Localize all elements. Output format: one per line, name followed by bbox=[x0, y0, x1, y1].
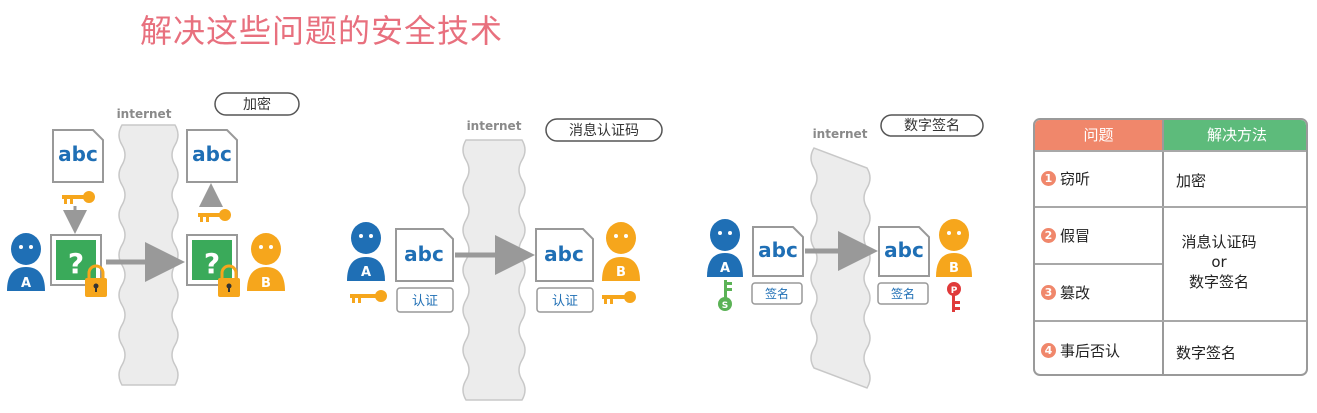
public-key-icon: P bbox=[947, 282, 961, 312]
svg-text:P: P bbox=[951, 286, 958, 296]
solution-or: or bbox=[1211, 253, 1227, 271]
document-icon: abc 签名 bbox=[877, 226, 930, 305]
person-b: B bbox=[247, 233, 285, 291]
private-key-icon: S bbox=[718, 280, 732, 311]
tag-mac bbox=[545, 118, 663, 142]
svg-text:?: ? bbox=[204, 247, 220, 280]
key-icon bbox=[350, 290, 387, 303]
svg-text:?: ? bbox=[68, 247, 84, 280]
lock-icon bbox=[85, 264, 107, 297]
internet-cloud bbox=[118, 124, 179, 386]
lock-icon bbox=[218, 264, 240, 297]
solution-encryption: 加密 bbox=[1176, 172, 1207, 190]
problem-text: 窃听 bbox=[1060, 170, 1091, 188]
sign-label: 签名 bbox=[891, 286, 915, 301]
solution-table: 问题 解决方法 1 窃听 2 假冒 3 篡改 4 事后否认 加密 消息认证码 o… bbox=[1033, 118, 1308, 376]
row-divider bbox=[1035, 150, 1306, 152]
svg-text:B: B bbox=[616, 265, 626, 280]
internet-label: internet bbox=[117, 107, 172, 121]
document-icon: abc 签名 bbox=[751, 226, 804, 305]
encrypted-document-icon: ? bbox=[50, 234, 102, 286]
solution-signature: 数字签名 bbox=[1188, 273, 1249, 291]
svg-text:B: B bbox=[949, 261, 959, 276]
mac-section: internet 消息认证码 A abc 认证 abc 认证 bbox=[347, 118, 663, 401]
sign-label: 签名 bbox=[765, 286, 789, 301]
document-icon: abc bbox=[52, 129, 104, 183]
row-number: 2 bbox=[1041, 228, 1056, 243]
internet-label: internet bbox=[813, 127, 868, 141]
auth-label: 认证 bbox=[412, 294, 438, 309]
signature-section: internet 数字签名 A S abc 签名 abc 签名 bbox=[707, 114, 984, 389]
problem-text: 篡改 bbox=[1060, 284, 1091, 302]
row-divider bbox=[1035, 263, 1162, 265]
tag-encryption bbox=[214, 92, 300, 116]
table-row: 4 事后否认 bbox=[1041, 340, 1120, 361]
svg-text:abc: abc bbox=[58, 142, 98, 166]
header-problem: 问题 bbox=[1035, 120, 1162, 150]
table-row: 1 窃听 bbox=[1041, 168, 1090, 189]
document-icon: abc bbox=[186, 129, 238, 183]
problem-text: 事后否认 bbox=[1060, 342, 1121, 360]
internet-cloud bbox=[810, 147, 871, 389]
solution-mac-or-signature: 消息认证码 or 数字签名 bbox=[1164, 232, 1274, 292]
row-number: 4 bbox=[1041, 343, 1056, 358]
problem-text: 假冒 bbox=[1060, 227, 1091, 245]
key-icon bbox=[602, 291, 636, 304]
encrypted-document-icon: ? bbox=[186, 234, 238, 286]
internet-cloud bbox=[462, 139, 526, 401]
table-row: 2 假冒 bbox=[1041, 225, 1090, 246]
person-b: B bbox=[936, 219, 972, 277]
svg-text:A: A bbox=[720, 261, 730, 276]
tag-mac-text: 消息认证码 bbox=[569, 122, 639, 139]
row-divider bbox=[1035, 320, 1306, 322]
person-b: B bbox=[602, 222, 640, 281]
svg-text:abc: abc bbox=[404, 242, 444, 266]
document-icon: abc 认证 bbox=[395, 228, 454, 313]
person-a: A bbox=[707, 219, 743, 277]
svg-text:A: A bbox=[21, 276, 31, 291]
auth-label: 认证 bbox=[552, 294, 578, 309]
page-title: 解决这些问题的安全技术 bbox=[140, 12, 504, 50]
svg-text:S: S bbox=[722, 301, 728, 311]
tag-encryption-text: 加密 bbox=[243, 96, 271, 113]
person-a: A bbox=[7, 233, 45, 291]
column-divider bbox=[1162, 120, 1164, 374]
row-number: 1 bbox=[1041, 171, 1056, 186]
table-row: 3 篡改 bbox=[1041, 282, 1090, 303]
person-a: A bbox=[347, 222, 385, 281]
internet-label: internet bbox=[467, 119, 522, 133]
encryption-section: internet 加密 A abc ? bbox=[7, 92, 300, 386]
tag-signature-text: 数字签名 bbox=[904, 117, 960, 134]
document-icon: abc 认证 bbox=[535, 228, 594, 313]
svg-text:abc: abc bbox=[192, 142, 232, 166]
header-solution: 解决方法 bbox=[1164, 120, 1306, 150]
svg-text:A: A bbox=[361, 265, 371, 280]
solution-repudiation: 数字签名 bbox=[1176, 344, 1237, 362]
svg-text:abc: abc bbox=[758, 238, 798, 262]
svg-text:abc: abc bbox=[544, 242, 584, 266]
svg-text:B: B bbox=[261, 276, 271, 291]
key-icon bbox=[198, 209, 231, 222]
row-number: 3 bbox=[1041, 285, 1056, 300]
solution-mac: 消息认证码 bbox=[1181, 233, 1257, 251]
key-icon bbox=[62, 191, 95, 204]
row-divider bbox=[1035, 206, 1306, 208]
svg-text:abc: abc bbox=[884, 238, 924, 262]
tag-signature bbox=[880, 114, 984, 137]
